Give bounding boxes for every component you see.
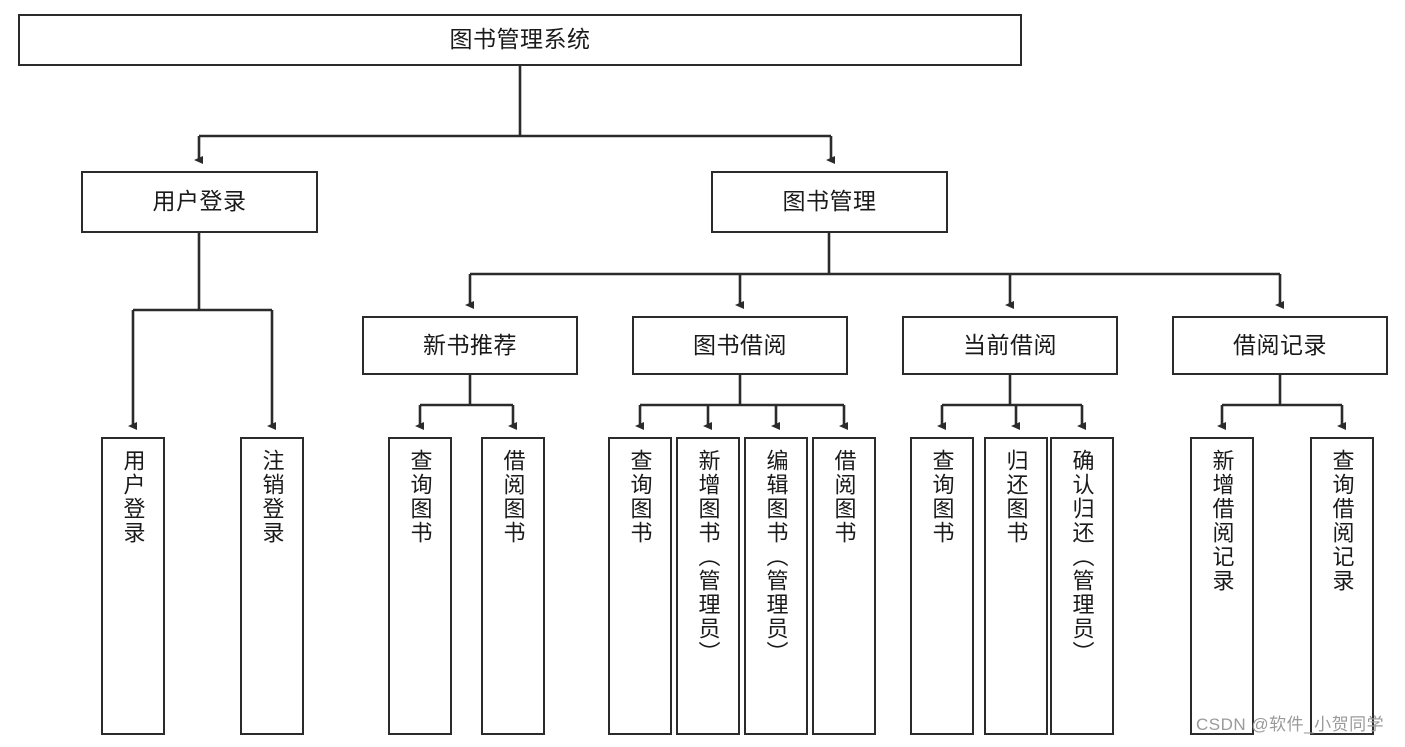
node-book-borrow[interactable]: 图书借阅 [632, 316, 848, 375]
node-book-manage[interactable]: 图书管理 [711, 171, 948, 233]
node-leaf-query-record[interactable]: 查询借阅记录 [1310, 437, 1374, 735]
node-leaf-add-record-label: 新增借阅记录 [1209, 449, 1235, 593]
node-leaf-edit-book-label: 编辑图书（管理员） [763, 449, 789, 665]
node-leaf-query-record-label: 查询借阅记录 [1329, 449, 1355, 593]
node-leaf-query-book-cur[interactable]: 查询图书 [910, 437, 974, 735]
node-leaf-return-book[interactable]: 归还图书 [984, 437, 1048, 735]
node-leaf-query-book-rec-label: 查询图书 [407, 449, 433, 545]
node-user-login-label: 用户登录 [152, 188, 247, 215]
node-leaf-confirm-return-label: 确认归还（管理员） [1069, 449, 1095, 665]
node-book-borrow-label: 图书借阅 [693, 331, 787, 358]
node-leaf-edit-book[interactable]: 编辑图书（管理员） [744, 437, 808, 735]
node-root[interactable]: 图书管理系统 [18, 14, 1022, 66]
node-current-borrow[interactable]: 当前借阅 [902, 316, 1118, 375]
node-leaf-borrow-book-rec-label: 借阅图书 [500, 449, 526, 545]
node-leaf-add-record[interactable]: 新增借阅记录 [1190, 437, 1254, 735]
node-borrow-record[interactable]: 借阅记录 [1172, 316, 1388, 375]
node-leaf-user-logout[interactable]: 注销登录 [240, 437, 304, 735]
node-leaf-query-book[interactable]: 查询图书 [608, 437, 672, 735]
node-leaf-user-logout-label: 注销登录 [259, 449, 285, 545]
node-leaf-borrow-book[interactable]: 借阅图书 [812, 437, 876, 735]
node-leaf-query-book-cur-label: 查询图书 [929, 449, 955, 545]
node-current-borrow-label: 当前借阅 [963, 331, 1057, 358]
node-leaf-query-book-label: 查询图书 [627, 449, 653, 545]
node-new-book-rec-label: 新书推荐 [423, 331, 517, 358]
node-book-manage-label: 图书管理 [782, 188, 877, 215]
node-leaf-user-login[interactable]: 用户登录 [101, 437, 165, 735]
node-leaf-return-book-label: 归还图书 [1003, 449, 1029, 545]
node-borrow-record-label: 借阅记录 [1233, 331, 1327, 358]
node-leaf-add-book-label: 新增图书（管理员） [695, 449, 721, 665]
node-leaf-user-login-label: 用户登录 [120, 449, 146, 545]
csdn-watermark: CSDN @软件_小贺同学 [1196, 715, 1385, 734]
node-leaf-confirm-return[interactable]: 确认归还（管理员） [1050, 437, 1114, 735]
node-leaf-borrow-book-label: 借阅图书 [831, 449, 857, 545]
node-root-label: 图书管理系统 [449, 26, 591, 53]
node-leaf-add-book[interactable]: 新增图书（管理员） [676, 437, 740, 735]
node-user-login[interactable]: 用户登录 [81, 171, 318, 233]
node-leaf-borrow-book-rec[interactable]: 借阅图书 [481, 437, 545, 735]
node-leaf-query-book-rec[interactable]: 查询图书 [388, 437, 452, 735]
node-new-book-rec[interactable]: 新书推荐 [362, 316, 578, 375]
